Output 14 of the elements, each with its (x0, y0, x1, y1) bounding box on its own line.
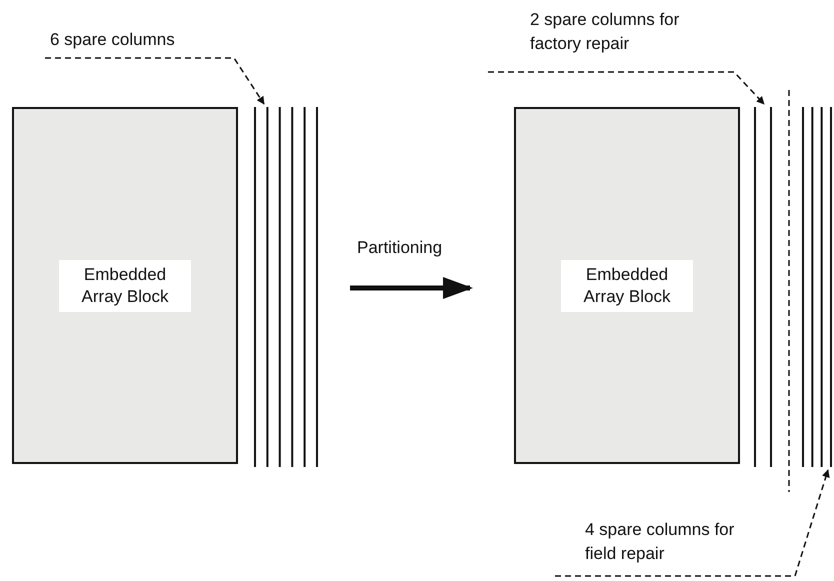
block-label: Embedded Array Block (561, 260, 693, 312)
array-block (12, 107, 238, 464)
leader-line (488, 71, 765, 105)
leader-line (45, 57, 265, 105)
callout-text: 4 spare columns for field repair (584, 519, 736, 565)
callout-text: 2 spare columns for factory repair (529, 9, 680, 55)
spare-column-lines (802, 107, 832, 467)
block-label: Embedded Array Block (59, 260, 191, 312)
arrow (350, 277, 472, 299)
array-block (514, 107, 740, 464)
leader-line (555, 469, 830, 577)
spare-column-lines (754, 107, 772, 467)
callout-text: 6 spare columns (49, 29, 176, 51)
spare-column-lines (254, 107, 318, 467)
